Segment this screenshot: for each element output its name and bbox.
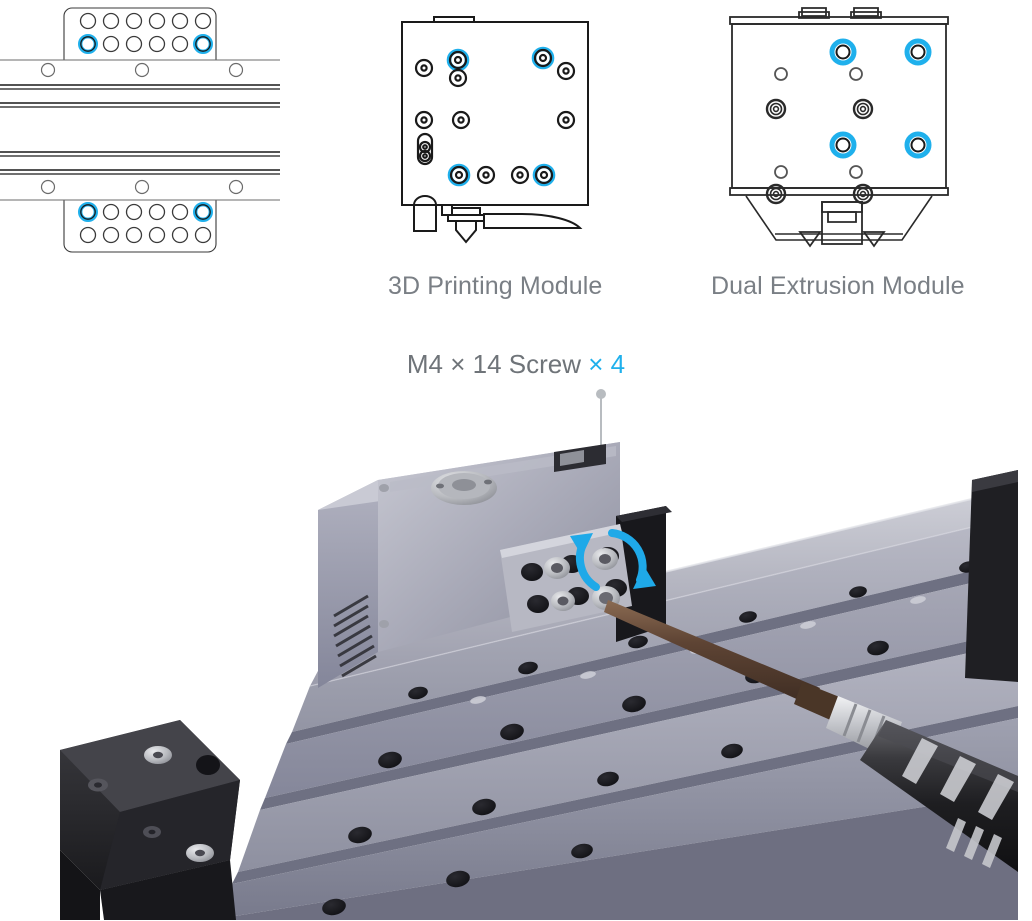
highlighted-hole bbox=[904, 38, 932, 66]
screw-callout-label: M4 × 14 Screw bbox=[406, 349, 582, 379]
rail-hole-row-lower bbox=[40, 179, 244, 195]
top-plate-hole-row-1 bbox=[79, 12, 212, 30]
rotation-arrow-heads bbox=[570, 533, 656, 589]
printing-module-svg bbox=[401, 16, 589, 244]
left-carriage-block bbox=[60, 720, 240, 920]
printing-module-caption: 3D Printing Module bbox=[388, 272, 603, 300]
dual-extrusion-module-svg bbox=[729, 7, 949, 248]
module-body bbox=[401, 21, 589, 206]
bottom-plate-hole-row-1 bbox=[77, 201, 213, 222]
nozzle-left bbox=[798, 231, 822, 248]
top-plate-hole-row-2 bbox=[77, 34, 213, 55]
screw-callout: M4 × 14 Screw × 4 bbox=[0, 351, 1032, 377]
linear-rail-mounting-plate-diagram bbox=[0, 0, 340, 260]
3d-printing-module-diagram bbox=[388, 10, 618, 250]
nozzle-right bbox=[862, 231, 886, 248]
dual-extrusion-module-caption: Dual Extrusion Module bbox=[711, 272, 965, 300]
assembly-photo bbox=[60, 420, 1018, 920]
highlighted-hole bbox=[904, 131, 932, 159]
screwdriver bbox=[604, 600, 1018, 872]
nozzle bbox=[455, 220, 477, 244]
rail-diagram-svg bbox=[0, 7, 280, 253]
module-hole-group bbox=[414, 46, 576, 187]
module-hole-group bbox=[765, 38, 932, 205]
bottom-plate-outline bbox=[63, 199, 217, 253]
dual-extrusion-module-diagram bbox=[712, 4, 982, 254]
highlighted-hole bbox=[829, 38, 857, 66]
fan-duct bbox=[483, 213, 583, 229]
assembly-photo-svg bbox=[60, 442, 1018, 920]
bottom-plate-hole-row-2 bbox=[79, 226, 212, 244]
right-end-plate bbox=[965, 470, 1018, 682]
oblong-port bbox=[416, 132, 434, 166]
rail-hole-row-upper bbox=[40, 62, 244, 78]
highlighted-hole bbox=[829, 131, 857, 159]
screw-callout-quantity: × 4 bbox=[588, 349, 626, 379]
